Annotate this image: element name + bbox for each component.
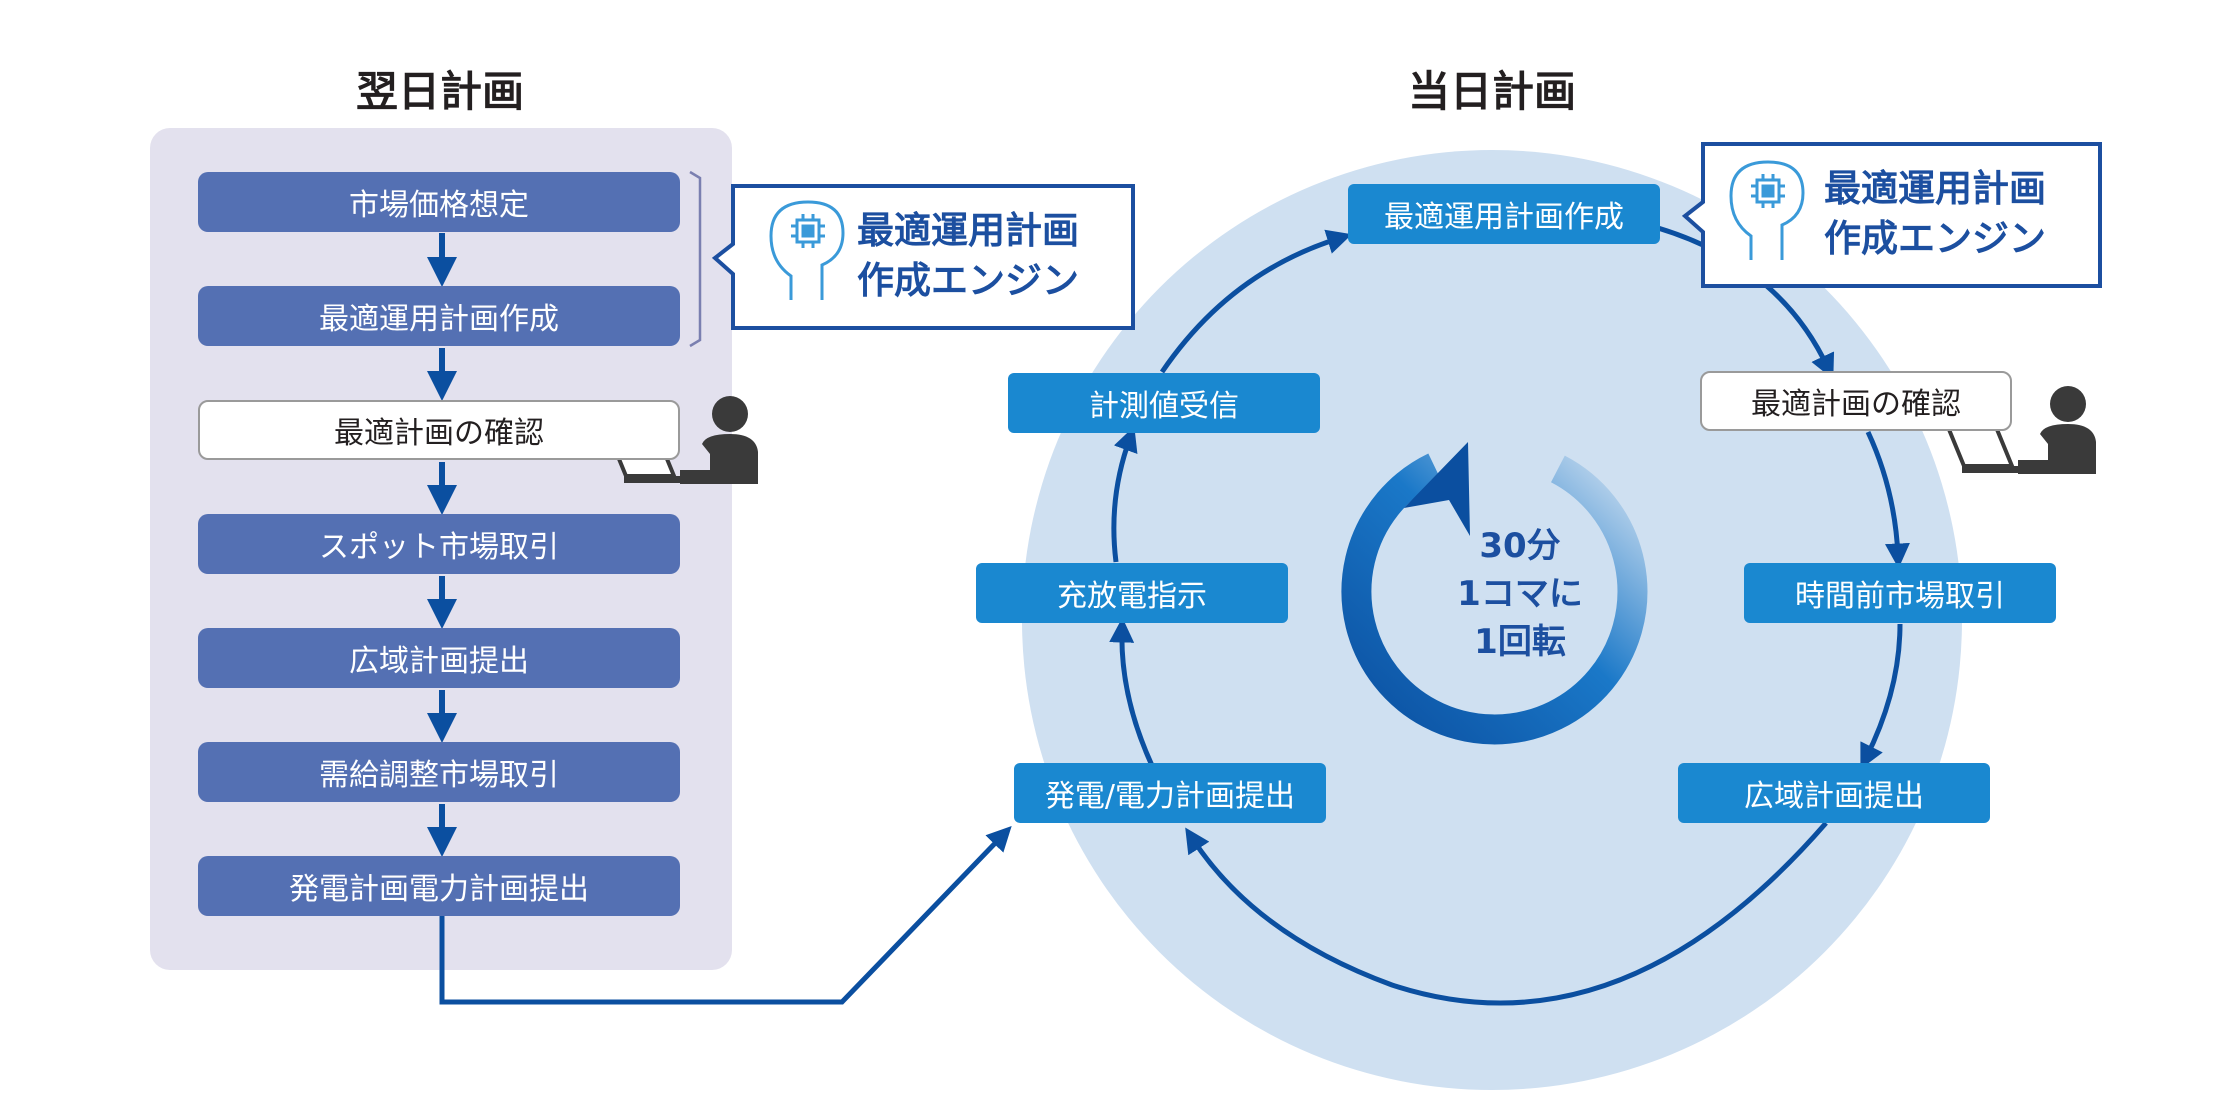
- cycle-step-optimal-plan: 最適運用計画作成: [1348, 184, 1660, 244]
- cycle-arrows: [1109, 225, 1910, 1006]
- flow-step-confirm: 最適計画の確認: [198, 400, 680, 460]
- cycle-step-dispatch: 充放電指示: [976, 563, 1288, 623]
- same-day-title: 当日計画: [1407, 67, 1576, 116]
- flow-step-submit-plan: 発電計画電力計画提出: [198, 856, 680, 916]
- flow-step-balancing-market: 需給調整市場取引: [198, 742, 680, 802]
- transition-arrow: [439, 826, 1012, 1005]
- flow-step-spot-market: スポット市場取引: [198, 514, 680, 574]
- step-bracket: [689, 170, 702, 348]
- cycle-step-measurement: 計測値受信: [1008, 373, 1320, 433]
- cycle-step-submit: 発電/電力計画提出: [1014, 763, 1326, 823]
- engine-callout-left-text: 最適運用計画 作成エンジン: [857, 209, 1079, 302]
- flow-step-market-price: 市場価格想定: [198, 172, 680, 232]
- cycle-step-confirm: 最適計画の確認: [1700, 371, 2012, 431]
- cycle-step-intraday: 時間前市場取引: [1744, 563, 2056, 623]
- flow-step-optimal-plan: 最適運用計画作成: [198, 286, 680, 346]
- engine-callout-right-text: 最適運用計画 作成エンジン: [1824, 167, 2046, 260]
- engine-callout-right: [1681, 142, 2102, 288]
- ai-brain-chip-icon: [769, 200, 845, 300]
- next-day-title: 翌日計画: [355, 67, 524, 116]
- rotation-ring: [1341, 453, 1648, 745]
- cycle-center-label: 30分 1コマに 1回転: [1457, 526, 1583, 662]
- engine-callout-left: [711, 184, 1135, 330]
- rotation-ring-arrowhead: [1404, 442, 1470, 536]
- cycle-step-wide-area: 広域計画提出: [1678, 763, 1990, 823]
- ai-brain-chip-icon: [1729, 160, 1805, 260]
- flow-step-wide-area: 広域計画提出: [198, 628, 680, 688]
